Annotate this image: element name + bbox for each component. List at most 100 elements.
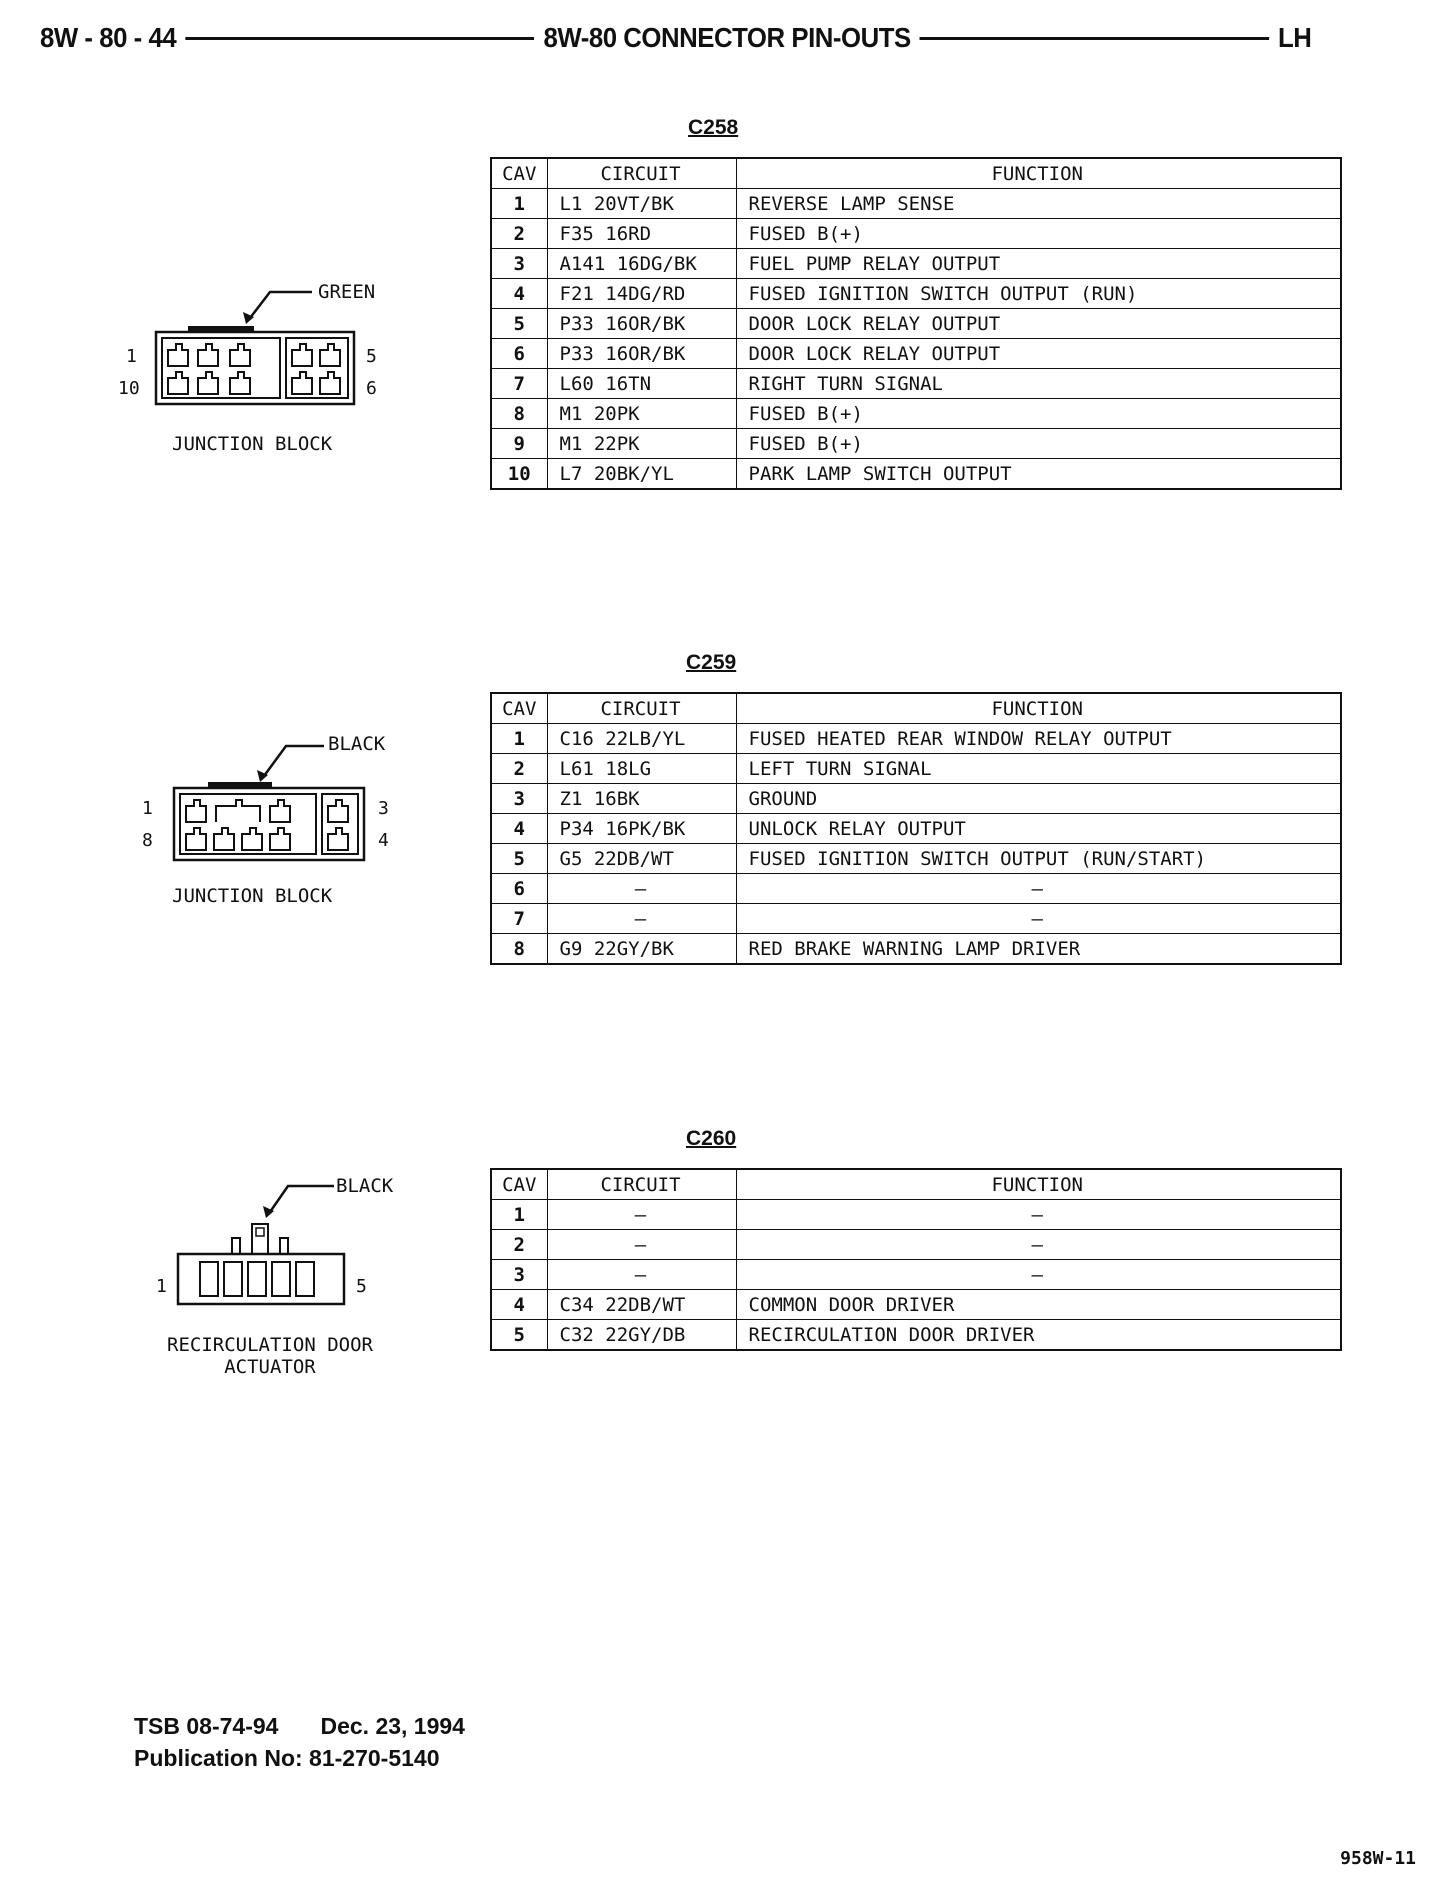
tsb-number: TSB 08-74-94	[134, 1713, 279, 1739]
cav-cell: 6	[490, 338, 548, 369]
function-cell: RECIRCULATION DOOR DRIVER	[735, 1319, 1342, 1351]
circuit-cell: F21 14DG/RD	[546, 278, 737, 309]
column-header-function: FUNCTION	[735, 692, 1342, 724]
circuit-cell: C16 22LB/YL	[546, 723, 737, 754]
cav-cell: 1	[490, 188, 548, 219]
cav-cell: 4	[490, 278, 548, 309]
diagram-label-c260: RECIRCULATION DOOR ACTUATOR	[146, 1334, 394, 1378]
color-label-c258: GREEN	[318, 281, 376, 303]
function-cell: –	[735, 873, 1342, 904]
header-rule-right	[919, 36, 1269, 40]
cav-cell: 8	[490, 933, 548, 965]
function-cell: PARK LAMP SWITCH OUTPUT	[735, 458, 1342, 490]
column-header-circuit: CIRCUIT	[546, 1168, 737, 1200]
cav-cell: 6	[490, 873, 548, 904]
function-cell: FUSED B(+)	[735, 218, 1342, 249]
cav-cell: 5	[490, 1319, 548, 1351]
pin-label-1: 1	[126, 346, 137, 367]
pin-label-1: 1	[142, 798, 153, 819]
circuit-cell: L7 20BK/YL	[546, 458, 737, 490]
function-cell: RIGHT TURN SIGNAL	[735, 368, 1342, 399]
function-cell: GROUND	[735, 783, 1342, 814]
column-header-circuit: CIRCUIT	[546, 692, 737, 724]
page-number: 8W - 80 - 44	[40, 22, 177, 53]
cav-cell: 9	[490, 428, 548, 459]
column-header-circuit: CIRCUIT	[546, 157, 737, 189]
table-row: 2––	[490, 1229, 1342, 1260]
circuit-cell: P34 16PK/BK	[546, 813, 737, 844]
cav-cell: 1	[490, 723, 548, 754]
circuit-cell: –	[546, 1229, 737, 1260]
function-cell: FUSED B(+)	[735, 428, 1342, 459]
color-label-c260: BLACK	[336, 1175, 394, 1197]
cav-cell: 3	[490, 1259, 548, 1290]
pin-label-5: 5	[356, 1276, 367, 1297]
cav-cell: 8	[490, 398, 548, 429]
circuit-cell: –	[546, 903, 737, 934]
circuit-cell: M1 20PK	[546, 398, 737, 429]
circuit-cell: Z1 16BK	[546, 783, 737, 814]
function-cell: –	[735, 1259, 1342, 1290]
cav-cell: 2	[490, 1229, 548, 1260]
page-title: 8W-80 CONNECTOR PIN-OUTS	[543, 22, 911, 53]
connector-title-c259: C259	[686, 651, 737, 674]
function-cell: DOOR LOCK RELAY OUTPUT	[735, 308, 1342, 339]
circuit-cell: P33 16OR/BK	[546, 338, 737, 369]
circuit-cell: L1 20VT/BK	[546, 188, 737, 219]
connector-title-c260: C260	[686, 1127, 737, 1150]
color-label-c259: BLACK	[328, 733, 386, 755]
page-header: 8W - 80 - 44 8W-80 CONNECTOR PIN-OUTS LH	[40, 20, 1312, 56]
circuit-cell: C34 22DB/WT	[546, 1289, 737, 1320]
circuit-cell: M1 22PK	[546, 428, 737, 459]
cav-cell: 4	[490, 813, 548, 844]
circuit-cell: C32 22GY/DB	[546, 1319, 737, 1351]
publication-number: Publication No: 81-270-5140	[134, 1745, 440, 1771]
circuit-cell: P33 16OR/BK	[546, 308, 737, 339]
pin-label-1: 1	[156, 1276, 167, 1297]
cav-cell: 2	[490, 753, 548, 784]
function-cell: –	[735, 1229, 1342, 1260]
function-cell: FUSED B(+)	[735, 398, 1342, 429]
pin-label-4: 4	[378, 830, 389, 851]
circuit-cell: G5 22DB/WT	[546, 843, 737, 874]
function-cell: FUSED IGNITION SWITCH OUTPUT (RUN)	[735, 278, 1342, 309]
cav-cell: 2	[490, 218, 548, 249]
column-header-cav: CAV	[490, 157, 548, 189]
table-row: 3––	[490, 1259, 1342, 1290]
table-header-row: CAV CIRCUIT FUNCTION	[490, 157, 1342, 189]
cav-cell: 3	[490, 248, 548, 279]
cav-cell: 4	[490, 1289, 548, 1320]
function-cell: –	[735, 903, 1342, 934]
function-cell: FUSED IGNITION SWITCH OUTPUT (RUN/START)	[735, 843, 1342, 874]
junction-block-connector-c259	[172, 744, 366, 862]
function-cell: DOOR LOCK RELAY OUTPUT	[735, 338, 1342, 369]
table-row: 7––	[490, 903, 1342, 934]
cav-cell: 5	[490, 843, 548, 874]
function-cell: LEFT TURN SIGNAL	[735, 753, 1342, 784]
cav-cell: 3	[490, 783, 548, 814]
circuit-cell: A141 16DG/BK	[546, 248, 737, 279]
circuit-cell: F35 16RD	[546, 218, 737, 249]
connector-title-c258: C258	[688, 116, 739, 139]
function-cell: FUEL PUMP RELAY OUTPUT	[735, 248, 1342, 279]
diagram-label-line2: ACTUATOR	[224, 1356, 316, 1378]
